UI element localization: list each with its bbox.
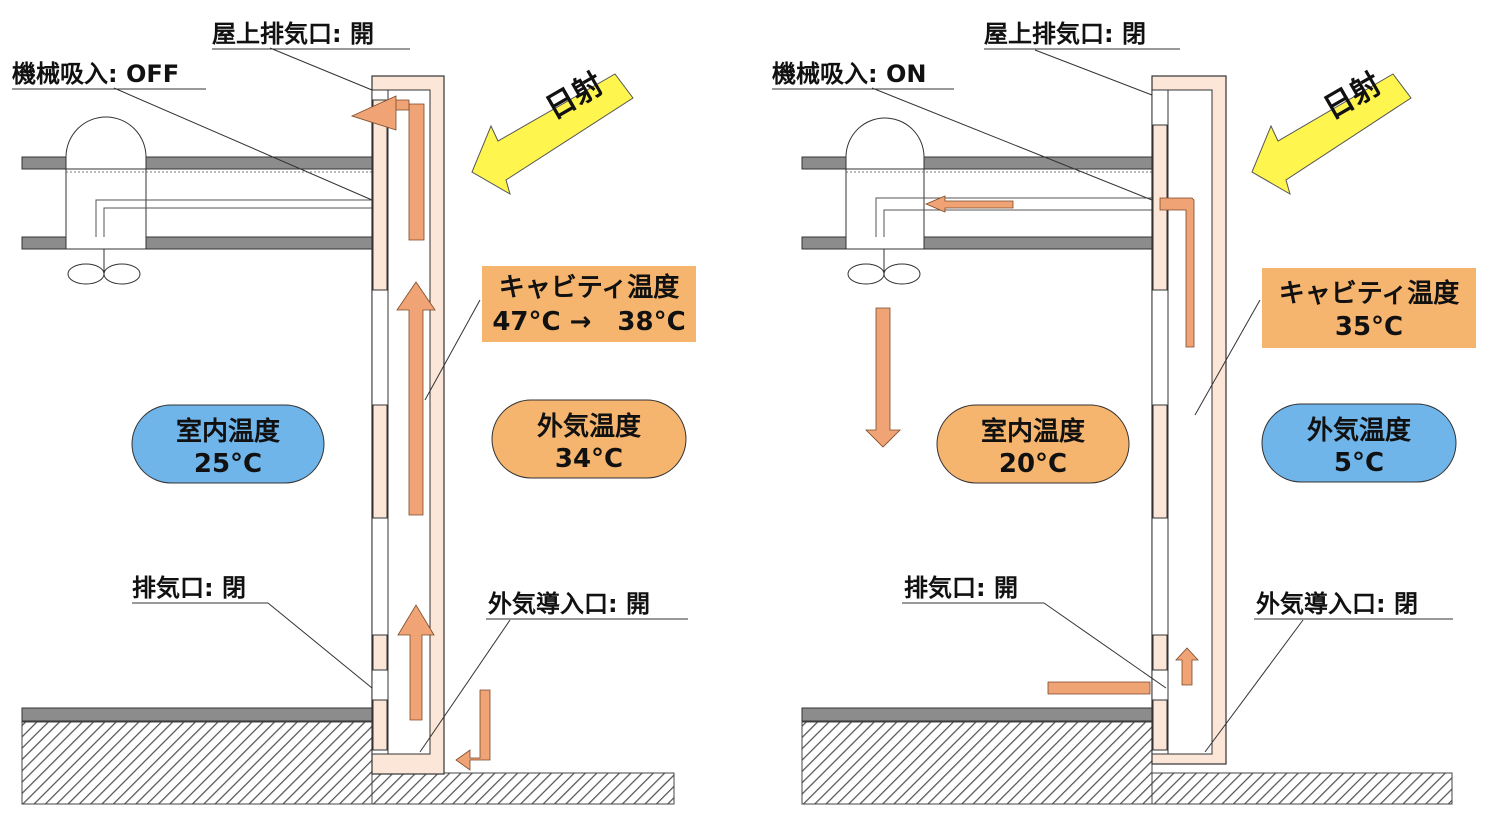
outdoor-temp-badge [491, 399, 687, 479]
ground-hatch [1151, 772, 1453, 805]
exhaust-label: 排気口: 開 [904, 574, 1018, 602]
duct [95, 199, 372, 237]
inlet-label: 外気導入口: 閉 [1256, 590, 1418, 618]
ceiling-slab [21, 236, 67, 250]
sun-arrow-icon [471, 73, 634, 196]
roof-vent-label: 屋上排気口: 開 [212, 20, 374, 48]
airflow-arrow-icon [350, 95, 491, 771]
cavity-temp-value: 47°C → 38°C [492, 307, 685, 337]
cavity-temp-title: キャビティ温度 [499, 272, 679, 303]
right-panel: 日射 屋上排気口: 閉 機械吸入: ON 排気口: 開 外気導入口: 閉 キャビ… [772, 20, 1476, 805]
outdoor-temp-value: 5°C [1334, 448, 1384, 478]
fan-icon [847, 249, 921, 285]
outdoor-temp-value: 34°C [555, 444, 623, 474]
ceiling-slab [145, 156, 373, 170]
indoor-temp-title: 室内温度 [981, 416, 1085, 447]
floor-slab [21, 707, 373, 722]
indoor-temp-value: 25°C [194, 449, 262, 479]
ground-hatch [21, 721, 373, 805]
mech-intake-label: 機械吸入: OFF [12, 60, 179, 88]
sun-arrow-icon [1251, 73, 1412, 196]
ceiling-slab [21, 156, 67, 170]
ceiling-unit-icon [65, 116, 147, 170]
outdoor-temp-title: 外気温度 [537, 411, 641, 442]
ceiling-unit-icon [845, 117, 925, 170]
ground-hatch [371, 772, 675, 805]
exhaust-label: 排気口: 閉 [132, 574, 246, 602]
fan-icon [67, 249, 141, 285]
indoor-temp-badge [131, 404, 325, 484]
mech-intake-label: 機械吸入: ON [772, 60, 926, 88]
ceiling-unit-icon [845, 168, 925, 250]
cavity-temp-title: キャビティ温度 [1279, 278, 1459, 309]
ceiling-unit-icon [65, 168, 147, 250]
inlet-label: 外気導入口: 開 [488, 590, 650, 618]
ceiling-slab [923, 236, 1153, 250]
cavity-temp-value: 35°C [1335, 312, 1403, 342]
roof-vent-label: 屋上排気口: 閉 [984, 20, 1146, 48]
duct [875, 197, 1152, 237]
ceiling-slab [801, 156, 847, 170]
ceiling-slab [801, 236, 847, 250]
outdoor-temp-title: 外気温度 [1307, 415, 1411, 446]
indoor-temp-badge [936, 404, 1130, 484]
outdoor-temp-badge [1261, 403, 1457, 483]
ceiling-slab [923, 156, 1153, 170]
indoor-temp-value: 20°C [999, 449, 1067, 479]
left-panel: 日射 屋上排気口: 開 機械吸入: OFF 排気口: 閉 外気導入口: 開 キャ… [12, 20, 696, 805]
indoor-temp-title: 室内温度 [176, 416, 280, 447]
cavity-temp-box [482, 266, 696, 342]
floor-slab [801, 707, 1153, 722]
ceiling-slab [145, 236, 373, 250]
cavity-temp-box [1262, 268, 1476, 348]
ground-hatch [801, 721, 1153, 805]
airflow-arrow-icon [865, 195, 1199, 695]
